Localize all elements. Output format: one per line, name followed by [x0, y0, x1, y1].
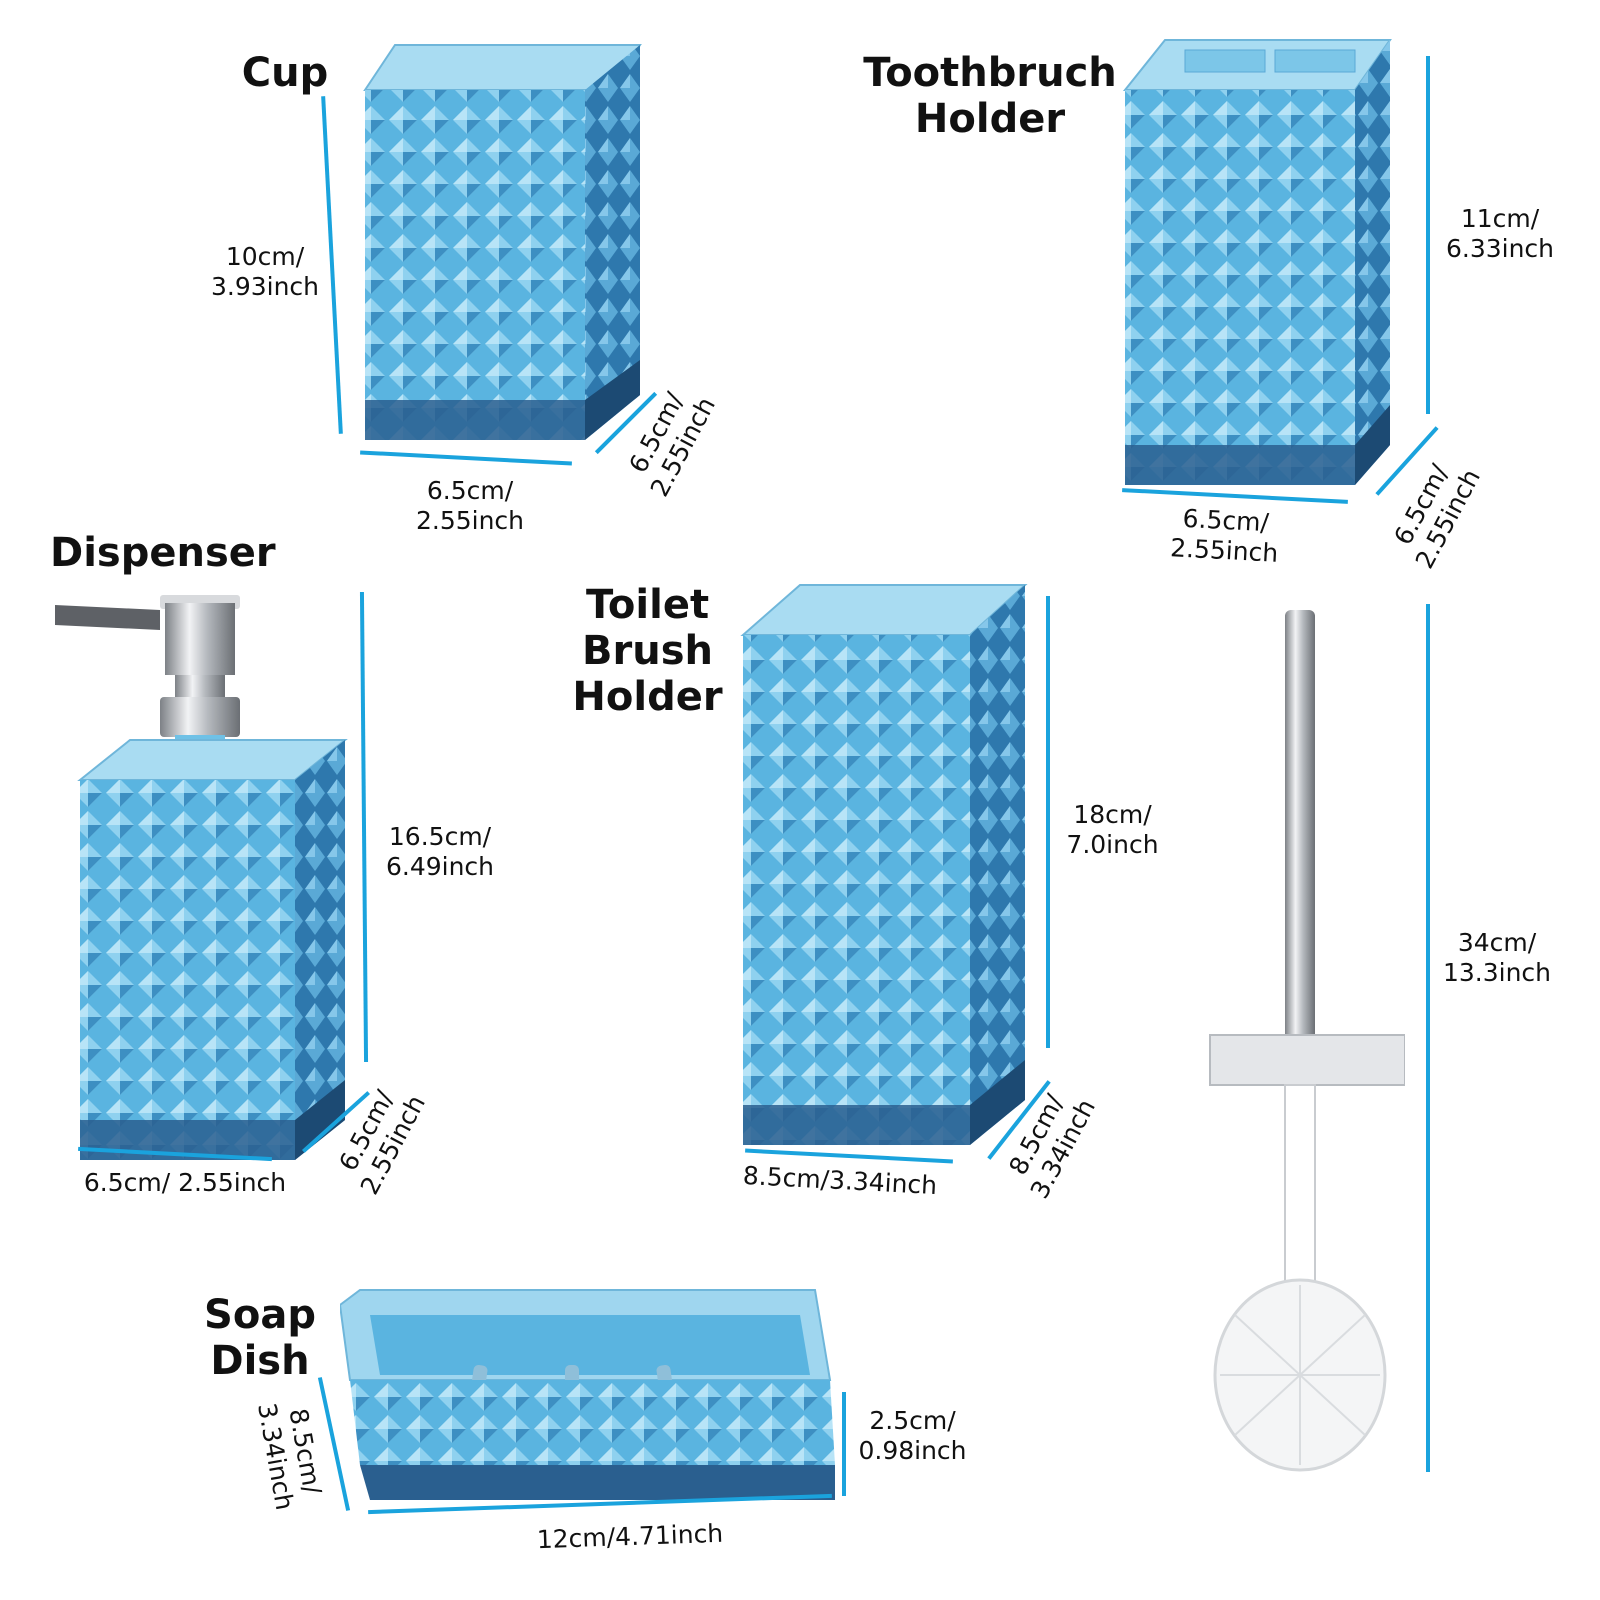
cup-image	[355, 40, 645, 450]
soap-dish-depth-label: 8.5cm/3.34inch	[252, 1400, 328, 1513]
toilet-brush-height-line	[1426, 604, 1430, 1472]
soap-dish-image	[340, 1285, 840, 1515]
cup-height-label: 10cm/3.93inch	[210, 242, 320, 301]
toothbrush-holder-height-label: 11cm/6.33inch	[1445, 204, 1555, 263]
toilet-brush-image	[1205, 605, 1405, 1475]
toothbrush-holder-depth-label: 6.5cm/2.55inch	[1388, 459, 1486, 574]
soap-dish-height-label: 2.5cm/0.98inch	[858, 1406, 967, 1465]
toothbrush-holder-image	[1115, 35, 1395, 495]
dispenser-width-label: 6.5cm/ 2.55inch	[83, 1168, 287, 1197]
soap-dish-height-line	[842, 1392, 846, 1496]
soap-dish-width-label: 12cm/4.71inch	[536, 1518, 724, 1555]
toothbrush-holder-height-line	[1426, 56, 1430, 414]
dispenser-height-line	[359, 591, 369, 1063]
toothbrush-holder-width-label: 6.5cm/2.55inch	[1169, 503, 1279, 568]
toilet-brush-height-label: 34cm/13.3inch	[1442, 928, 1552, 987]
dispenser-image	[40, 585, 360, 1175]
cup-width-line	[360, 450, 572, 466]
toilet-brush-holder-height-label: 18cm/7.0inch	[1066, 800, 1159, 859]
cup-title: Cup	[241, 50, 329, 96]
cup-width-label: 6.5cm/2.55inch	[415, 476, 525, 535]
toilet-brush-holder-image	[735, 580, 1035, 1160]
dispenser-title: Dispenser	[50, 530, 276, 576]
dispenser-height-label: 16.5cm/6.49inch	[385, 822, 495, 881]
toilet-brush-holder-height-line	[1046, 596, 1050, 1048]
toilet-brush-holder-width-label: 8.5cm/3.34inch	[742, 1160, 938, 1201]
